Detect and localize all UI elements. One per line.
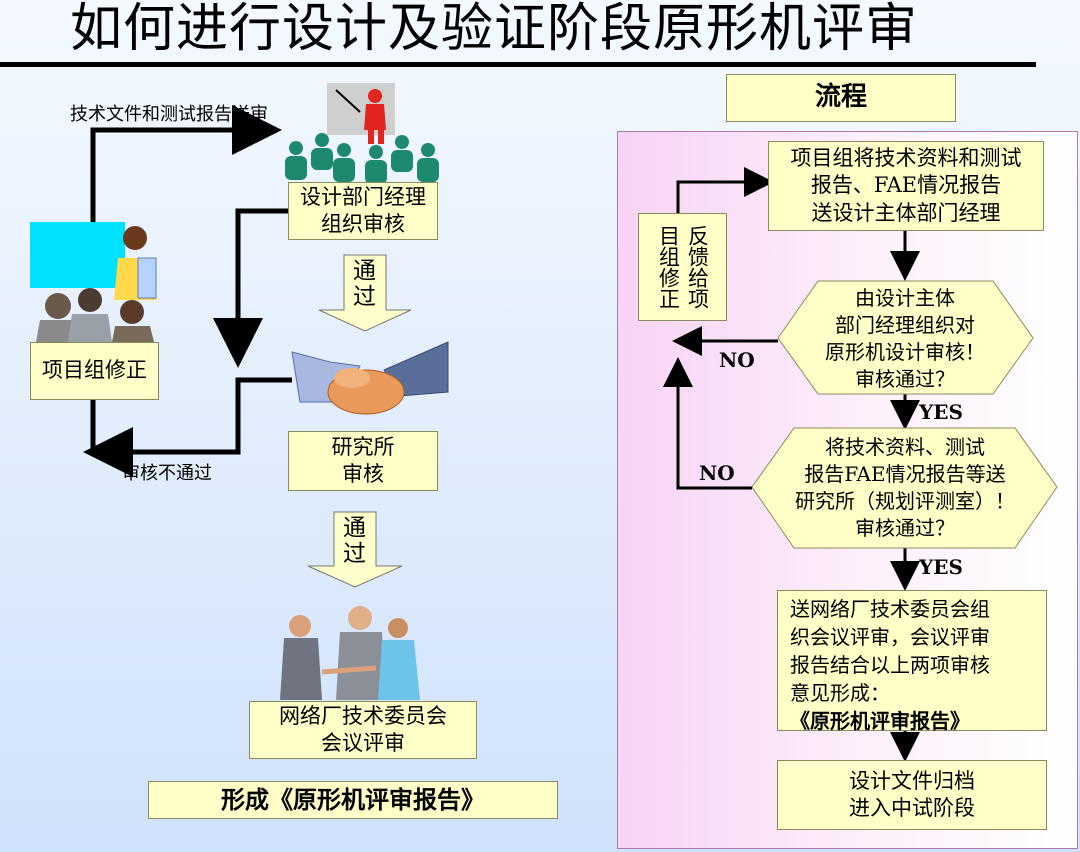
feedback-box: 反馈给项 目组修正 [638,213,727,321]
step-archive-box: 设计文件归档 进入中试阶段 [777,760,1047,830]
step-submit-box: 项目组将技术资料和测试 报告、FAE情况报告 送设计主体部门经理 [768,141,1044,231]
fail-label: 审核不通过 [122,463,212,484]
decision-1-text: 由设计主体 部门经理组织对 原形机设计审核！ 审核通过？ [825,286,985,391]
pass-label-2: 通 过 [343,515,366,567]
decision-shape-1 [777,280,1034,395]
committee-illustration [280,606,420,700]
decision-2-text: 将技术资料、测试 报告FAE情况报告等送 研究所（规划评测室）！ 审核通过？ [795,435,1015,540]
send-label: 技术文件和测试报告送审 [70,104,268,125]
no-label-2: NO [699,461,735,485]
step-committee-report: 《原形机评审报告》 [790,709,970,733]
page-title: 如何进行设计及验证阶段原形机评审 [70,0,919,59]
process-title: 流程 [726,74,956,122]
yes-label-2: YES [919,555,963,579]
decision-shape-2 [751,427,1058,549]
feedback-col-2: 目组修正 [656,225,681,309]
institute-review-box: 研究所 审核 [288,431,438,491]
no-label-1: NO [719,348,755,372]
handshake-illustration [291,341,449,415]
step-committee-text: 送网络厂技术委员会组 织会议评审，会议评审 报告结合以上两项审核 意见形成： [790,597,990,705]
manager-review-box: 设计部门经理 组织审核 [288,182,438,240]
step-committee-box: 送网络厂技术委员会组 织会议评审，会议评审 报告结合以上两项审核 意见形成： 《… [777,590,1047,733]
pass-arrow-1 [318,254,412,332]
committee-review-box: 网络厂技术委员会 会议评审 [249,701,477,759]
feedback-col-1: 反馈给项 [685,225,710,309]
result-box: 形成《原形机评审报告》 [148,781,558,819]
yes-label-1: YES [919,400,963,424]
pass-arrow-2 [307,511,403,588]
team-illustration [30,222,157,342]
title-rule [0,62,1036,67]
project-fix-box: 项目组修正 [30,342,159,400]
pass-label-1: 通 过 [353,258,376,310]
presentation-illustration [285,83,439,184]
